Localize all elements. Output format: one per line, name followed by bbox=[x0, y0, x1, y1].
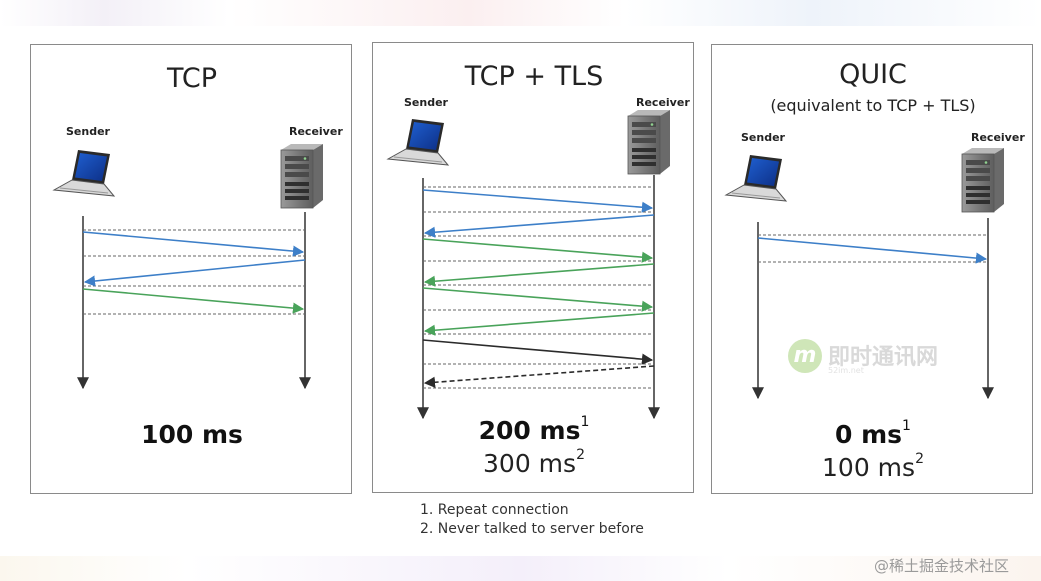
site-watermark: @稀土掘金技术社区 bbox=[874, 557, 1010, 575]
tcp-ack-data-arrow bbox=[82, 288, 305, 314]
tls-syn-ack-arrow bbox=[423, 214, 655, 238]
tls-receiver-server-icon bbox=[627, 109, 671, 175]
tcp-syn-ack-arrow bbox=[83, 259, 306, 287]
sender-label: Sender bbox=[404, 96, 448, 109]
latency-result: 100 ms bbox=[141, 420, 243, 449]
tls-key-exchange-arrow bbox=[422, 287, 654, 312]
tcp-receiver-server-icon bbox=[280, 143, 324, 209]
logo-mark: m bbox=[788, 339, 822, 373]
receiver-label: Receiver bbox=[289, 125, 343, 138]
tls-sender-laptop-icon bbox=[387, 118, 449, 166]
im-logo-watermark: m 即时通讯网 52im.net bbox=[788, 337, 978, 381]
tcp-sender-laptop-icon bbox=[53, 149, 115, 197]
panel-subtitle: (equivalent to TCP + TLS) bbox=[770, 96, 976, 115]
footnote-never-talked: 2. Never talked to server before bbox=[420, 521, 644, 537]
sender-label: Sender bbox=[741, 131, 785, 144]
panel-title: TCP + TLS bbox=[464, 61, 604, 92]
latency-result-first: 100 ms2 bbox=[822, 451, 924, 482]
receiver-label: Receiver bbox=[636, 96, 690, 109]
receiver-label: Receiver bbox=[971, 131, 1025, 144]
sender-label: Sender bbox=[66, 125, 110, 138]
quic-guide-lines bbox=[758, 234, 988, 263]
latency-result-repeat: 0 ms1 bbox=[835, 418, 911, 449]
tls-ack-client-hello-arrow bbox=[422, 238, 654, 263]
footnote-repeat-connection: 1. Repeat connection bbox=[420, 502, 569, 518]
tls-finished-arrow bbox=[423, 312, 655, 336]
panel-title: QUIC bbox=[839, 59, 907, 90]
quic-zero-rtt-arrow bbox=[757, 237, 988, 264]
logo-name: 即时通讯网 bbox=[828, 345, 939, 370]
tls-request-arrow bbox=[422, 339, 654, 365]
panel-quic: QUIC (equivalent to TCP + TLS) Sender Re… bbox=[711, 44, 1033, 494]
logo-tagline: 52im.net bbox=[828, 366, 864, 375]
tcp-syn-arrow bbox=[82, 231, 305, 257]
tls-response-arrow bbox=[423, 365, 655, 388]
tls-guide-lines bbox=[423, 186, 654, 389]
panel-title: TCP bbox=[166, 63, 218, 94]
quic-receiver-server-icon bbox=[961, 147, 1005, 213]
tls-syn-arrow bbox=[422, 189, 654, 213]
latency-result-repeat: 200 ms1 bbox=[478, 414, 590, 445]
top-decorative-band bbox=[0, 0, 1041, 26]
tcp-guide-lines bbox=[83, 229, 305, 315]
quic-sender-laptop-icon bbox=[725, 154, 787, 202]
tls-server-hello-arrow bbox=[423, 263, 655, 287]
latency-result-first: 300 ms2 bbox=[483, 447, 585, 478]
bottom-decorative-band bbox=[0, 556, 1041, 581]
